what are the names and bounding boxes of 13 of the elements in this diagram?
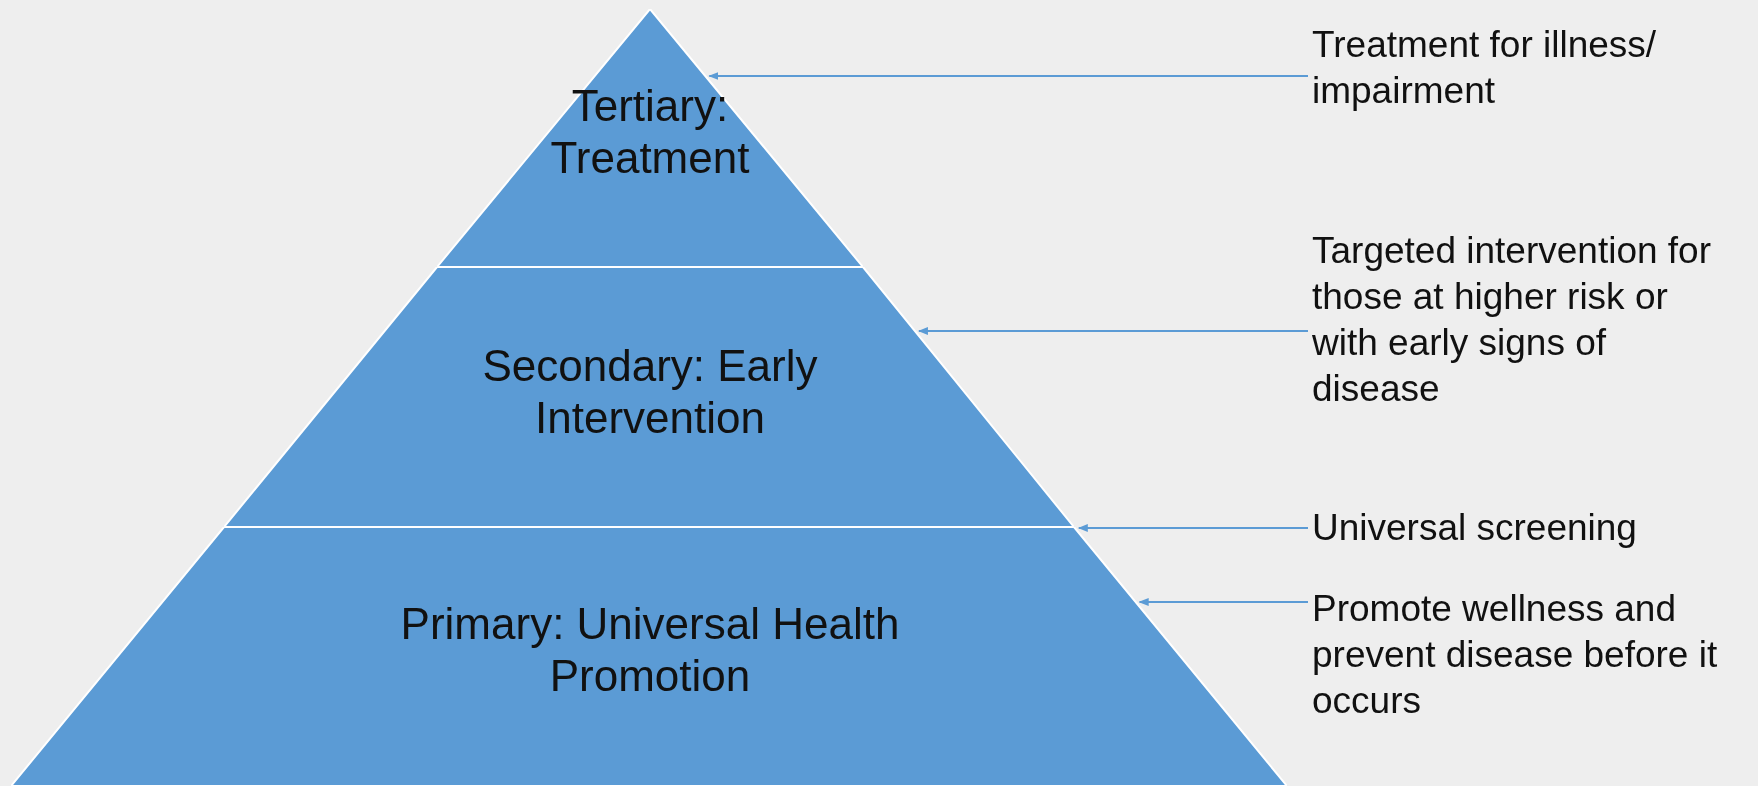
layer-label: Secondary: Early Intervention [481, 340, 819, 444]
arrow [708, 72, 1309, 80]
annotation-text: Promote wellness and prevent disease before it occurs [1312, 586, 1737, 724]
layer-label: Tertiary: Treatment [549, 80, 751, 184]
pyramid-layer [11, 527, 1287, 786]
arrow [1138, 598, 1309, 606]
annotation-text: Universal screening [1312, 505, 1742, 551]
annotation-text: Treatment for illness/ impairment [1312, 22, 1742, 114]
pyramid-layer [437, 9, 863, 267]
layer-label: Primary: Universal Health Promotion [399, 598, 901, 702]
annotation-text: Targeted intervention for those at higher risk or with early signs of disease [1312, 228, 1717, 412]
arrow [1077, 524, 1309, 532]
arrow [917, 327, 1309, 335]
